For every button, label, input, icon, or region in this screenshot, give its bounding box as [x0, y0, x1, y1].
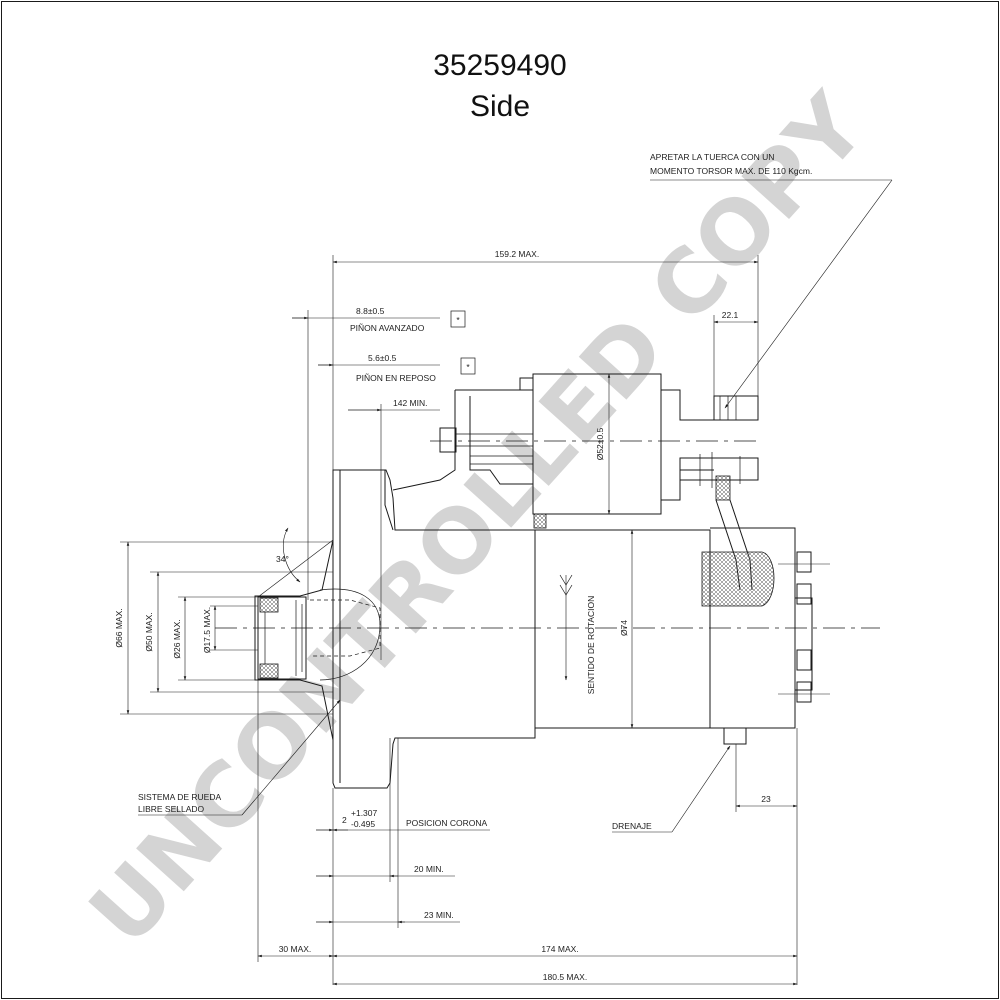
part-number-title: 35259490 [433, 49, 566, 82]
cable-grommet [701, 551, 775, 607]
dimension-lines [120, 179, 893, 986]
rotation-arrow-head [559, 574, 573, 596]
dim-solenoid-dia: Ø52±0.5 [595, 427, 605, 460]
pinion-rest-label: PIÑON EN REPOSO [356, 373, 436, 383]
crown-tol-minus: -0.495 [351, 819, 375, 829]
flange-rib [384, 470, 394, 531]
dim-30-max: 30 MAX. [279, 944, 312, 954]
dim-174-max: 174 MAX. [541, 944, 578, 954]
plunger-lines [456, 433, 533, 465]
dim-dia-66: Ø66 MAX. [114, 608, 124, 647]
bolt-2 [796, 583, 812, 605]
crown-tol-plus: +1.307 [351, 808, 378, 818]
solenoid-lever-inner [469, 396, 533, 485]
crown-base: 2 [342, 815, 347, 825]
dim-142-min: 142 MIN. [393, 398, 428, 408]
plunger-end [439, 427, 457, 453]
solenoid-lever [392, 390, 456, 491]
star-symbol-2: * [466, 362, 470, 372]
inner-arc [319, 588, 381, 681]
dim-20-min: 20 MIN. [414, 864, 444, 874]
dim-180-5-max: 180.5 MAX. [543, 972, 587, 982]
drain-plug [723, 727, 747, 745]
crown-position-label: POSICION CORONA [406, 818, 488, 828]
dim-dia-50: Ø50 MAX. [144, 612, 154, 651]
bolt-3 [796, 649, 812, 671]
star-symbol-1: * [456, 315, 460, 325]
dim-motor-dia: Ø74 [619, 620, 629, 636]
starter-outline [254, 373, 813, 789]
sealed-system-line1: SISTEMA DE RUEDA [138, 792, 221, 802]
dim-22-1: 22.1 [722, 310, 739, 320]
bolt-1 [796, 551, 812, 573]
stud-lower-nut [699, 452, 741, 488]
torque-note-line2: MOMENTO TORSOR MAX. DE 110 Kgcm. [650, 166, 812, 176]
dim-8-8: 8.8±0.5 [356, 306, 385, 316]
rotation-direction-label: SENTIDO DE ROTACION [586, 596, 596, 695]
stud-upper-thread [719, 396, 737, 420]
pinion-lines [264, 600, 303, 676]
end-cap-hub [795, 597, 813, 691]
solenoid-cap [455, 377, 533, 391]
sealed-system-line2: LIBRE SELLADO [138, 804, 205, 814]
pinion-advanced-label: PIÑON AVANZADO [350, 323, 425, 333]
view-title: Side [470, 90, 530, 123]
solenoid-back [661, 389, 714, 501]
dim-5-6: 5.6±0.5 [368, 353, 397, 363]
nose-cone [254, 539, 334, 741]
dim-23-min: 23 MIN. [424, 910, 454, 920]
dim-dia-17-5: Ø17.5 MAX. [202, 607, 212, 653]
pinion-teeth-top [259, 597, 279, 613]
dim-drain-23: 23 [761, 794, 771, 804]
pinion-teeth-bottom [259, 663, 279, 679]
motor-body [534, 529, 711, 729]
bolt-4 [796, 681, 812, 703]
dim-dia-26: Ø26 MAX. [172, 619, 182, 658]
solenoid [532, 373, 662, 515]
nose-housing [332, 469, 536, 789]
terminal-insulator [715, 475, 731, 501]
dim-159-2: 159.2 MAX. [495, 249, 539, 259]
drain-label: DRENAJE [612, 821, 652, 831]
dim-angle: 34° [276, 554, 289, 564]
torque-note-line1: APRETAR LA TUERCA CON UN [650, 152, 774, 162]
pinion [257, 596, 307, 680]
watermark: UNCONTROLLED COPY [70, 74, 886, 965]
solenoid-seal [533, 513, 547, 529]
